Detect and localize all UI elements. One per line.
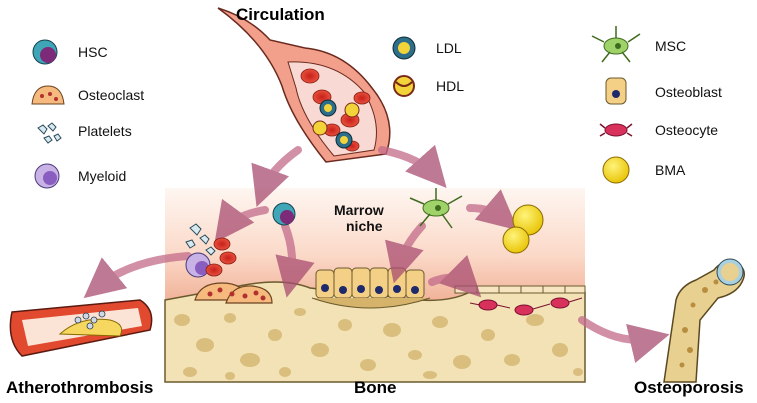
legend-osteoblast-label: Osteoblast [655, 84, 722, 100]
platelets-icon [37, 122, 62, 144]
msc-cell-icon [591, 26, 641, 63]
bone-lining-cells [454, 285, 586, 294]
legend-osteoclast-label: Osteoclast [78, 87, 145, 103]
marrow-niche-line1: Marrow [334, 202, 384, 218]
bma-in-niche [502, 204, 544, 254]
atherothrombosis-label: Atherothrombosis [6, 378, 154, 397]
osteoporosis-femur [663, 258, 745, 383]
hsc-cell-icon [32, 39, 58, 65]
ldl-particle-icon [392, 36, 416, 60]
osteocyte-cell-icon [599, 123, 633, 137]
rbc-in-niche [205, 237, 237, 277]
legend-osteocyte-label: Osteocyte [655, 122, 719, 138]
bone-label: Bone [354, 378, 397, 397]
legend-bma-label: BMA [655, 162, 686, 178]
bma-adipocyte-icon [602, 156, 630, 184]
flow-arrows [83, 144, 670, 363]
osteoporosis-label: Osteoporosis [634, 378, 744, 397]
legend-ldl-label: LDL [436, 40, 462, 56]
osteoblast-column [311, 267, 431, 309]
hdl-particle-icon [393, 75, 415, 97]
legend-hdl-label: HDL [436, 78, 465, 94]
osteocytes-in-bone [469, 297, 583, 316]
myeloid-cell-icon [34, 163, 60, 189]
osteoclast-cell-icon [31, 85, 65, 105]
legend-msc-label: MSC [655, 38, 687, 54]
marrow-niche-label: Marrow niche [334, 202, 384, 234]
marrow-niche-line2: niche [346, 218, 383, 234]
legend-platelets-label: Platelets [78, 123, 132, 139]
msc-in-niche [409, 188, 463, 229]
blood-vessel [217, 7, 391, 163]
hsc-in-niche [272, 202, 296, 226]
circulation-label: Circulation [236, 5, 325, 24]
myeloid-in-niche [185, 252, 211, 278]
legend-myeloid-label: Myeloid [78, 168, 127, 184]
atherothrombosis-illustration [9, 299, 153, 357]
osteoblast-cell-icon [605, 77, 627, 105]
platelets-in-niche [185, 223, 216, 256]
legend-hsc-label: HSC [78, 44, 108, 60]
osteoclasts-on-bone [194, 282, 273, 304]
